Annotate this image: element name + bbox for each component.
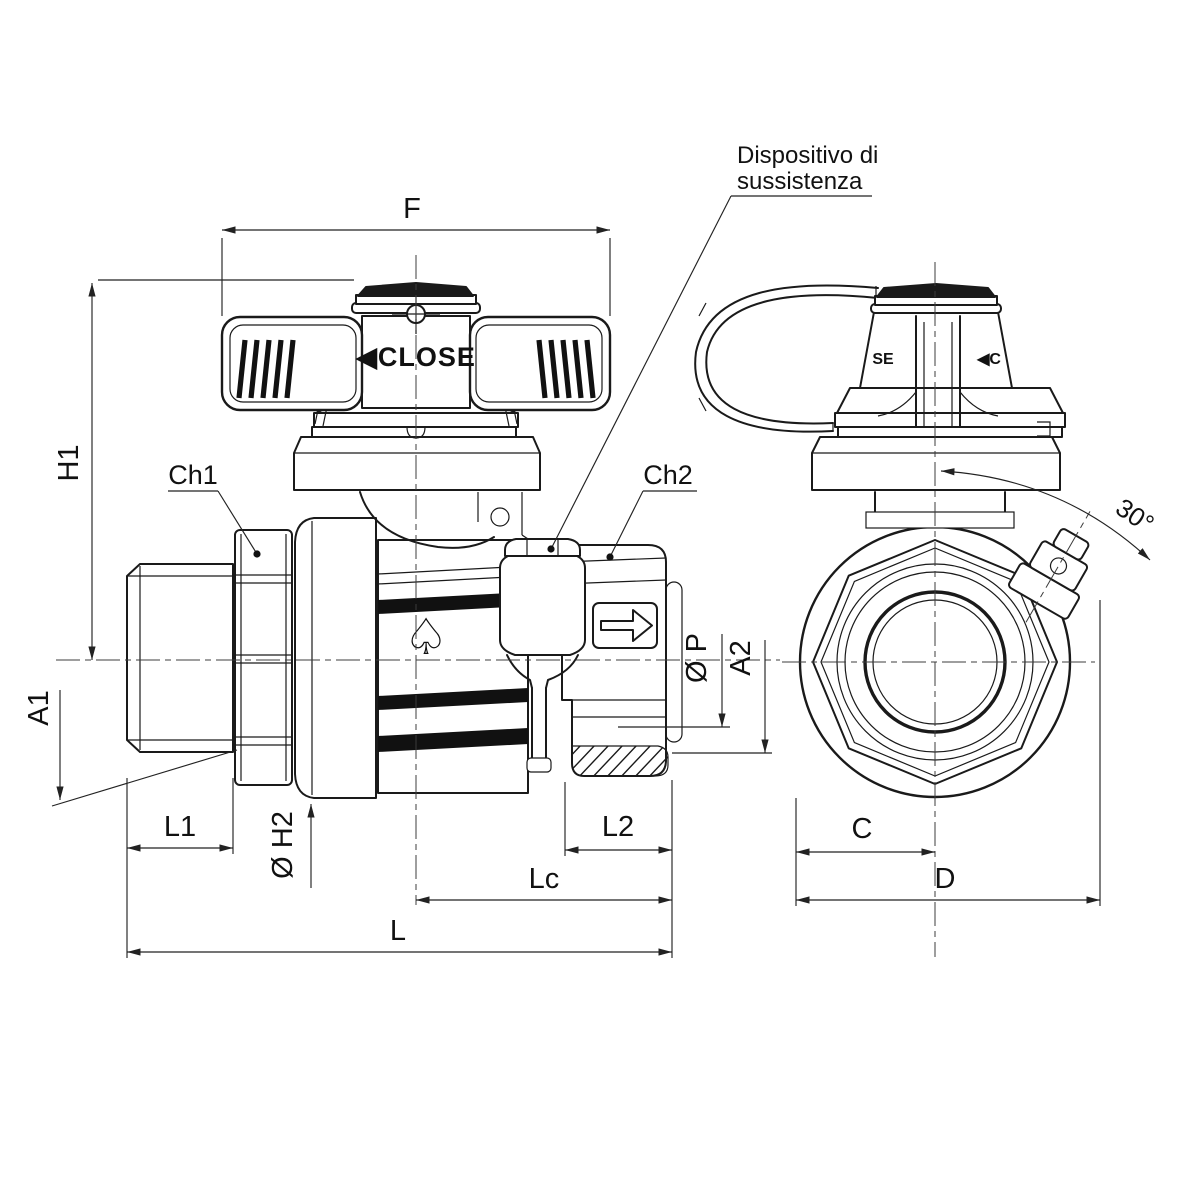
- hex-nut-ch1: [234, 529, 293, 786]
- male-thread: [126, 563, 234, 753]
- handle-front: ◀CLOSE: [220, 282, 612, 412]
- dim-C-label: C: [852, 813, 873, 845]
- side-neck: [865, 491, 1015, 529]
- lock-loop: [694, 284, 879, 433]
- label-Ch1-text: Ch1: [168, 460, 218, 490]
- close-fragment-right: ◀C: [976, 351, 1001, 368]
- annotation-line2: sussistenza: [737, 168, 863, 195]
- side-collar: [811, 387, 1066, 491]
- dim-L: L: [126, 778, 673, 958]
- dim-L1: L1: [127, 778, 234, 854]
- dim-A2: A2: [672, 640, 772, 754]
- annotation-line1: Dispositivo di: [737, 142, 878, 169]
- dim-H1-label: H1: [53, 444, 85, 481]
- dim-H1: H1: [53, 279, 354, 660]
- handle-side: SE ◀C: [859, 283, 1013, 427]
- dim-L2-label: L2: [602, 811, 634, 843]
- dimensions: F H1 A1 Ø H2 L1 L2 Lc: [23, 142, 1160, 958]
- centerlines: [56, 255, 1095, 957]
- dim-L2: L2: [564, 782, 672, 856]
- spade-logo: ♤: [404, 608, 449, 666]
- side-test-port: [1008, 511, 1091, 623]
- dim-DP: Ø P: [618, 633, 730, 728]
- handle-wing-left: [220, 315, 364, 412]
- valve-body: ♤: [359, 491, 563, 794]
- thread-hatching: [572, 746, 668, 776]
- leader-dot-ch2: [606, 553, 614, 561]
- dim-L1-label: L1: [164, 811, 196, 843]
- dim-angle-label: 30°: [1110, 492, 1159, 539]
- label-dispositivo: Dispositivo di sussistenza: [547, 142, 878, 553]
- dim-L-label: L: [390, 915, 406, 947]
- dim-A2-label: A2: [725, 640, 757, 675]
- flow-arrow-plate: [592, 602, 658, 649]
- stem-slot: [877, 315, 999, 427]
- label-Ch2-text: Ch2: [643, 460, 693, 490]
- union-nut: [294, 517, 377, 799]
- close-label: ◀CLOSE: [355, 342, 476, 372]
- label-Ch2: Ch2: [606, 460, 697, 561]
- dim-F: F: [221, 193, 611, 316]
- side-view: SE ◀C: [694, 283, 1091, 799]
- dim-C: C: [796, 813, 935, 856]
- close-fragment-left: SE: [872, 351, 894, 368]
- dim-A1: A1: [23, 690, 238, 807]
- dim-A1-label: A1: [23, 690, 55, 725]
- leader-dot-ch1: [253, 550, 261, 558]
- side-cap: [870, 283, 1002, 314]
- female-port-ch2: [561, 544, 683, 777]
- flow-arrow-icon: [600, 609, 653, 642]
- dim-Lc: Lc: [416, 863, 672, 904]
- dim-D: D: [795, 600, 1101, 906]
- handle-wing-right: [468, 315, 612, 412]
- lock-hole: [490, 507, 510, 527]
- front-view: ♤: [126, 282, 683, 799]
- dim-DH2-label: Ø H2: [267, 811, 299, 879]
- dim-D-label: D: [935, 863, 956, 895]
- test-port: [499, 538, 586, 773]
- label-Ch1: Ch1: [168, 460, 261, 558]
- collar-tab: [1037, 421, 1051, 437]
- leader-dot-dispositivo: [547, 545, 555, 553]
- dim-DP-label: Ø P: [681, 633, 713, 683]
- dim-DH2: Ø H2: [267, 804, 315, 888]
- dim-F-label: F: [403, 193, 421, 225]
- dim-Lc-label: Lc: [529, 863, 560, 895]
